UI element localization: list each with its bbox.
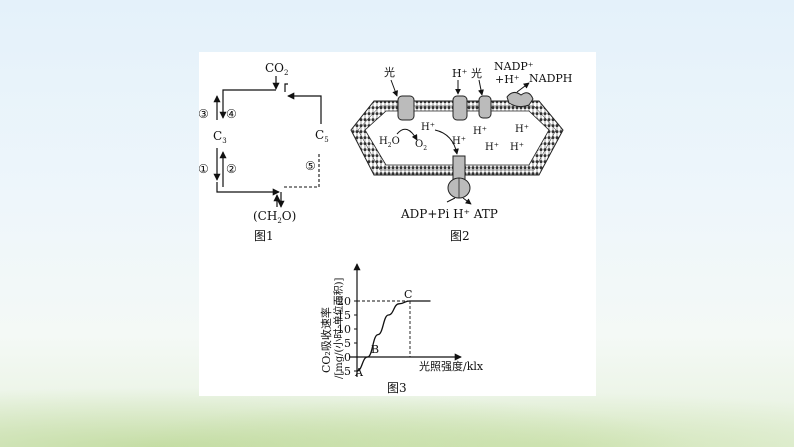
h-plus-lumen-3: H⁺ <box>473 126 487 137</box>
step1-label: ① <box>199 162 209 176</box>
y-tick-label: 10 <box>337 323 351 336</box>
figure1-calvin-cycle: CO2 ③ ④ C3 ① ② (CH2O) ⑤ C5 图1 <box>199 61 329 243</box>
nadp-label: NADP⁺ <box>494 60 534 73</box>
point-b-label: B <box>371 343 379 356</box>
plus-h-label: +H⁺ <box>495 73 520 86</box>
y-axis-title: CO₂吸收速率 /[mg/(小时·单位面积)] <box>319 277 345 379</box>
step4-label: ④ <box>226 107 237 121</box>
co2-label: CO2 <box>265 61 289 77</box>
atp-equation-label: ADP+Pi H⁺ ATP <box>400 207 498 221</box>
co2-curve <box>356 300 431 372</box>
y-axis-title-unit: /[mg/(小时·单位面积)] <box>332 277 345 379</box>
y-tick-label: 0 <box>344 351 351 364</box>
photosystem-2 <box>397 95 415 121</box>
nadph-label: NADPH <box>529 72 572 85</box>
step5-label: ⑤ <box>305 159 316 173</box>
y-tick-label: 20 <box>337 295 351 308</box>
h-plus-lumen-1: H⁺ <box>421 122 435 133</box>
figure2-caption: 图2 <box>450 229 470 243</box>
figure3-caption: 图3 <box>387 381 407 395</box>
h2o-label: H2O <box>379 136 400 149</box>
o2-label: O2 <box>415 139 427 152</box>
c3-label: C3 <box>213 129 227 145</box>
light-label-2: 光 <box>471 66 482 80</box>
photosystem-1 <box>478 95 492 119</box>
point-c-label: C <box>404 288 412 301</box>
figure-svg: CO2 ③ ④ C3 ① ② (CH2O) ⑤ C5 图1 <box>199 60 572 395</box>
y-tick-label: 15 <box>337 309 351 322</box>
point-a-label: A <box>354 366 364 379</box>
c5-label: C5 <box>315 128 329 144</box>
y-axis-title-main: CO₂吸收速率 <box>319 307 333 373</box>
nadp-reductase <box>506 91 534 108</box>
atp-synthase-channel <box>452 155 466 181</box>
y-tick-label: 5 <box>344 337 351 350</box>
h-plus-top: H⁺ <box>452 67 468 80</box>
h-plus-lumen-6: H⁺ <box>515 124 529 135</box>
x-axis-title: 光照强度/klx <box>419 359 484 373</box>
h-plus-lumen-4: H⁺ <box>485 142 499 153</box>
figure2-thylakoid: 光 H⁺ 光 NADP⁺ +H⁺ NADPH H2O O2 H⁺ H⁺ H⁺ H… <box>350 60 572 243</box>
figure1-caption: 图1 <box>254 229 274 243</box>
h-plus-lumen-5: H⁺ <box>510 142 524 153</box>
cytochrome-complex <box>452 95 468 121</box>
ch2o-label: (CH2O) <box>253 209 296 225</box>
light-label-1: 光 <box>384 65 395 79</box>
step3-label: ③ <box>199 107 209 121</box>
figure-sheet: CO2 ③ ④ C3 ① ② (CH2O) ⑤ C5 图1 <box>199 52 596 396</box>
h-plus-lumen-2: H⁺ <box>452 136 466 147</box>
step2-label: ② <box>226 162 237 176</box>
y-tick-label: -5 <box>340 365 351 378</box>
